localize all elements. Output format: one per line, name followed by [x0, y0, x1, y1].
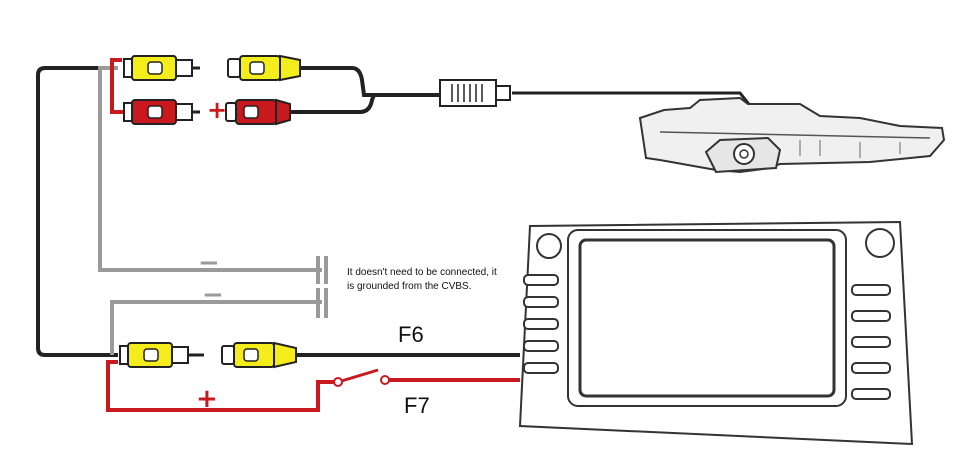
- car-stereo-icon: [518, 220, 914, 446]
- power-wires: [106, 58, 520, 412]
- camera-plug-icon: [439, 79, 511, 107]
- minus-sign: −: [198, 248, 220, 278]
- fuse-label-f6: F6: [398, 322, 424, 347]
- plus-sign: +: [207, 96, 228, 124]
- rca-connector-icon: [119, 54, 301, 369]
- minus-sign: −: [202, 280, 224, 310]
- rear-camera-icon: [638, 96, 946, 174]
- ground-note: It doesn't need to be connected, it is g…: [347, 267, 497, 292]
- ground-wires: [98, 66, 328, 355]
- switch-icon: [333, 377, 343, 387]
- fuse-label-f7: F7: [404, 393, 430, 418]
- plus-sign: +: [196, 384, 218, 414]
